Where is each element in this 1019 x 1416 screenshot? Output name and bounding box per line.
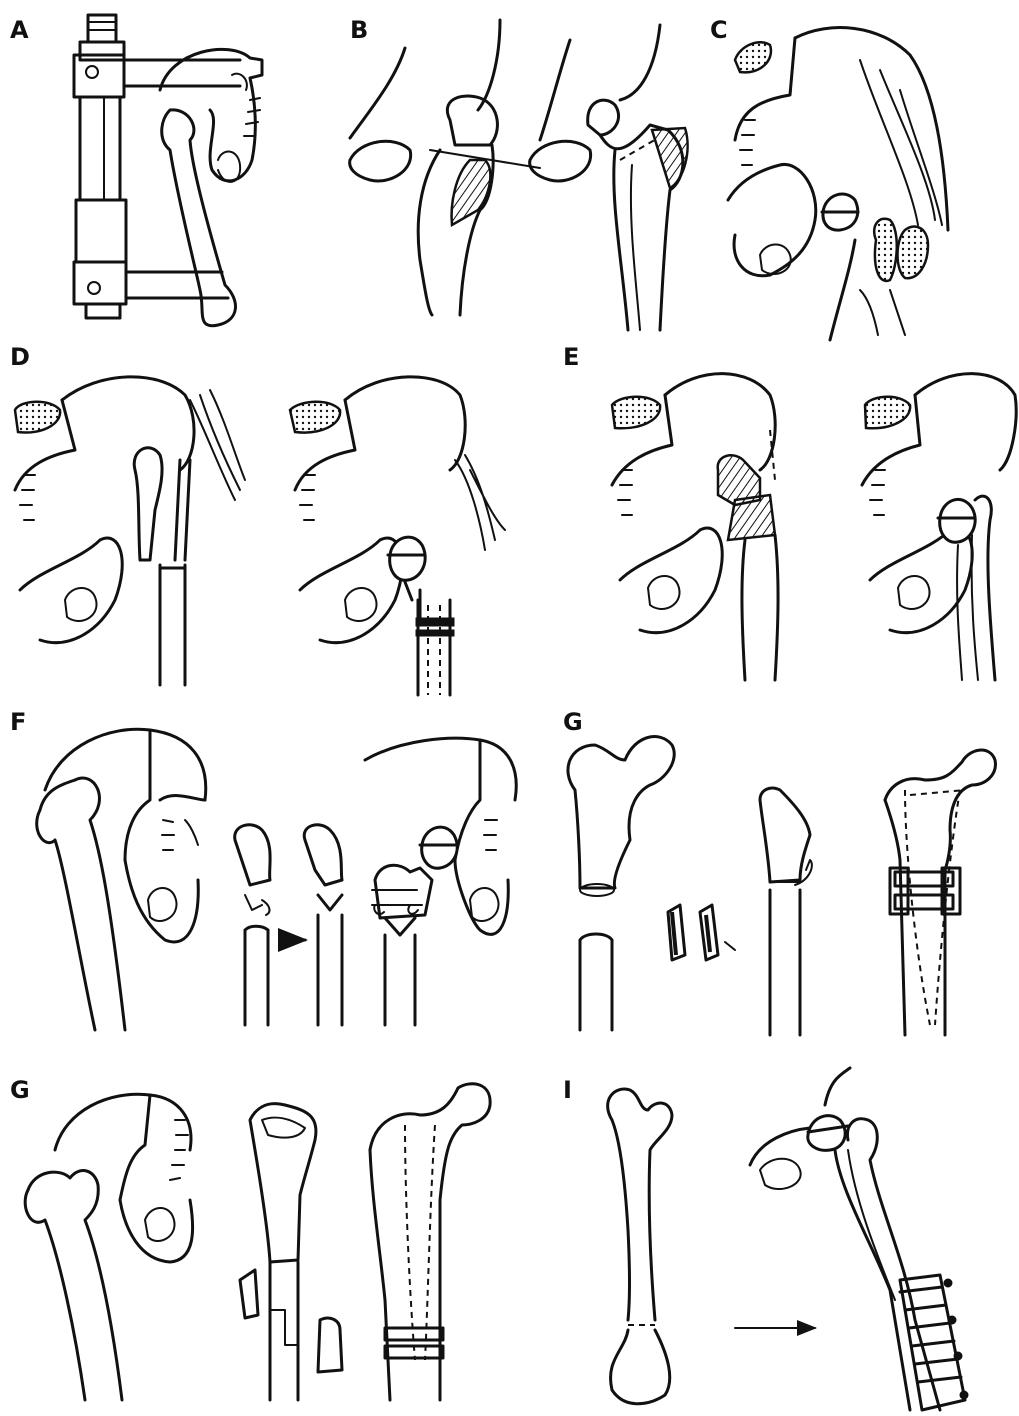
cerclage-band-d <box>416 618 454 626</box>
panel-label-e: E <box>563 345 579 369</box>
acetabular-cup-e2 <box>940 499 975 542</box>
panel-c-muscle <box>728 28 948 340</box>
fixator-top-cap <box>80 42 124 60</box>
panel-g-sleeve-graft <box>568 737 995 1035</box>
obturator-foramen-f3 <box>470 888 499 921</box>
hatched-wedge-b2 <box>652 128 688 188</box>
femur-with-plate-i <box>847 1119 940 1410</box>
femoral-head-b1 <box>447 96 497 145</box>
muscle-cut-end-2 <box>898 226 929 278</box>
iliac-crest-dots-e2 <box>865 397 910 429</box>
obturator-foramen-i <box>760 1159 801 1189</box>
iliac-crest-dots-e1 <box>612 397 660 429</box>
panel-e-wedge <box>612 374 1016 680</box>
proximal-femur-fragment-f2 <box>304 825 342 885</box>
obturator-foramen-d2 <box>345 588 377 621</box>
panel-a-external-fixator <box>74 15 262 326</box>
acetabular-cup-f3 <box>422 827 457 868</box>
iliac-crest-dots-c <box>735 42 771 72</box>
panel-label-g-top: G <box>563 710 583 734</box>
femur-donor-outline <box>608 1089 672 1320</box>
obturator-foramen-d1 <box>65 588 97 621</box>
panel-i-plate-fixation <box>608 1068 968 1410</box>
femoral-head-b2 <box>588 100 619 135</box>
panel-b-osteotomy <box>350 20 688 330</box>
acetabular-cup-d2 <box>390 537 425 580</box>
proximal-femur-g1 <box>568 737 674 888</box>
femur-outline-f1 <box>37 778 125 1030</box>
panel-label-f: F <box>10 710 26 734</box>
panel-g-bone-block <box>25 1084 490 1400</box>
panel-label-c: C <box>710 18 728 42</box>
panel-label-b: B <box>350 18 368 42</box>
obturator-foramen-right <box>530 141 591 181</box>
fixator-lower-clamp <box>74 262 126 304</box>
proximal-femur-fragment-f1 <box>235 825 270 885</box>
iliac-crest-dots-d2 <box>290 402 340 433</box>
iliac-crest-dots-d1 <box>15 402 60 433</box>
panel-f-step-osteotomy <box>37 729 517 1030</box>
panel-label-a: A <box>10 18 29 42</box>
proximal-femur-g3 <box>250 1104 316 1262</box>
femur-outline-g2 <box>25 1190 85 1400</box>
femur-outline <box>162 110 236 326</box>
proximal-femur-g2 <box>760 788 810 882</box>
obturator-foramen-f1 <box>148 888 177 921</box>
muscle-cut-end-1 <box>874 219 897 281</box>
fixator-screw-cap <box>88 15 116 42</box>
panel-label-g-bottom: G <box>10 1078 30 1102</box>
panel-label-i: I <box>563 1078 572 1102</box>
hatched-wedge-b1 <box>452 160 491 225</box>
obturator-foramen-left <box>350 141 411 181</box>
panel-label-d: D <box>10 345 30 369</box>
pelvis-outline <box>160 49 262 181</box>
panel-d-resection <box>15 377 505 695</box>
proximal-femur-remnant-d1 <box>134 448 162 560</box>
obturator-foramen-g2 <box>145 1208 175 1241</box>
acetabular-cup-i <box>808 1116 845 1151</box>
